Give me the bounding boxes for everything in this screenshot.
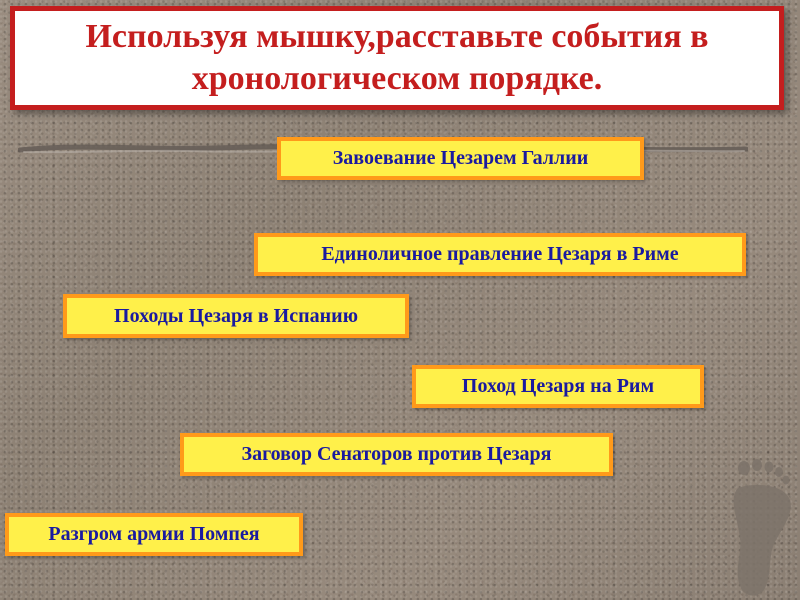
event-label: Поход Цезаря на Рим: [461, 375, 655, 397]
event-label: Единоличное правление Цезаря в Риме: [321, 243, 679, 265]
page-title: Используя мышку,расставьте события в хро…: [85, 17, 709, 98]
event-card-pompey[interactable]: Разгром армии Помпея: [5, 513, 303, 556]
event-card-march-rome[interactable]: Поход Цезаря на Рим: [412, 365, 704, 408]
event-card-conspiracy[interactable]: Заговор Сенаторов против Цезаря: [180, 433, 613, 476]
event-label: Походы Цезаря в Испанию: [114, 304, 358, 327]
title-box: Используя мышку,расставьте события в хро…: [10, 6, 784, 110]
event-label: Заговор Сенаторов против Цезаря: [241, 443, 552, 465]
footprint-icon: [733, 459, 791, 596]
event-card-gaul[interactable]: Завоевание Цезарем Галлии: [277, 137, 644, 180]
event-label: Разгром армии Помпея: [48, 523, 260, 545]
event-card-spain[interactable]: Походы Цезаря в Испанию: [63, 294, 409, 338]
event-label: Завоевание Цезарем Галлии: [332, 147, 589, 169]
event-card-sole-rule[interactable]: Единоличное правление Цезаря в Риме: [254, 233, 746, 276]
